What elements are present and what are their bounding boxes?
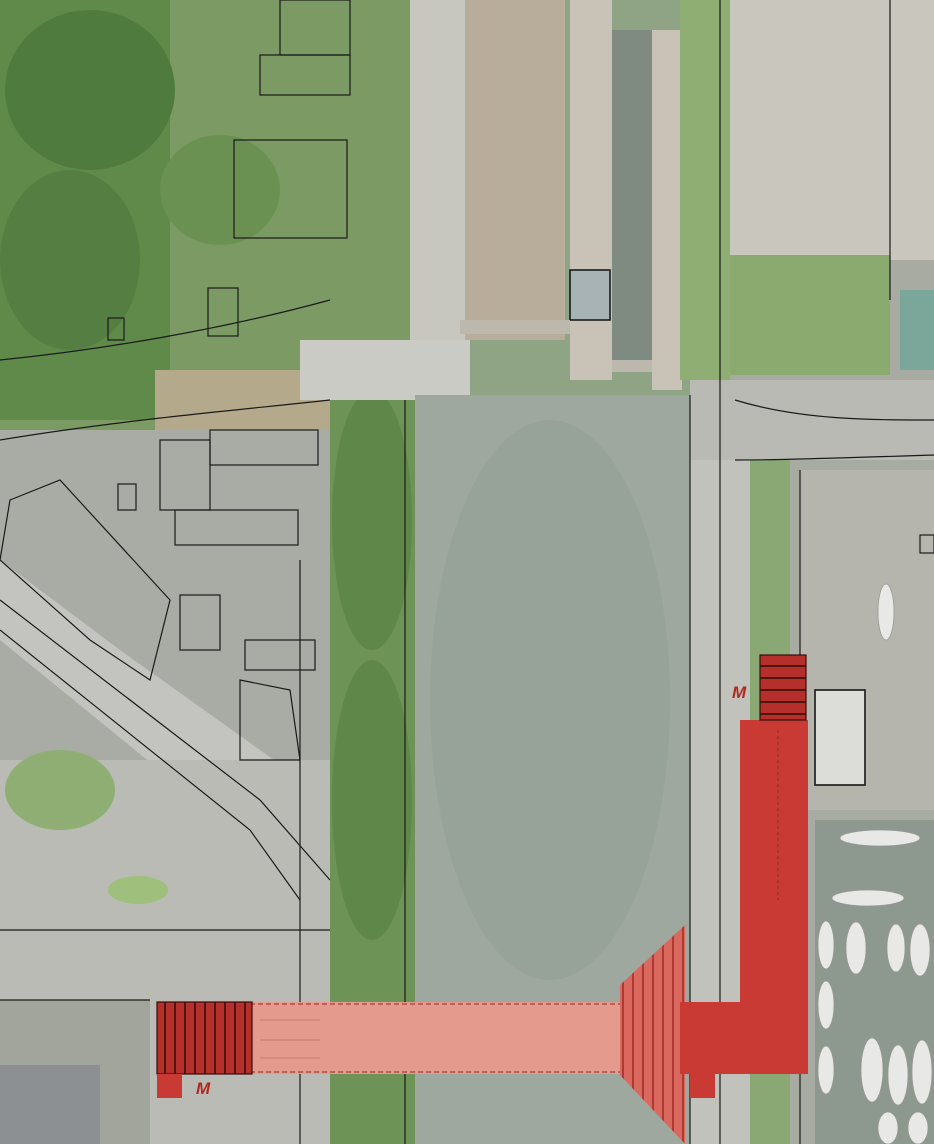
bridge-deck-existing (250, 1002, 680, 1074)
proposed-bridge: M M (156, 654, 808, 1144)
bridge-ramp-hatched (620, 925, 685, 1144)
stair-south (156, 1001, 253, 1075)
south-marker-label: M (196, 1079, 211, 1098)
north-marker-label: M (732, 683, 747, 702)
bridge-ramp-east (740, 720, 808, 1074)
stair-north (759, 654, 807, 721)
canal-water (415, 0, 690, 1144)
